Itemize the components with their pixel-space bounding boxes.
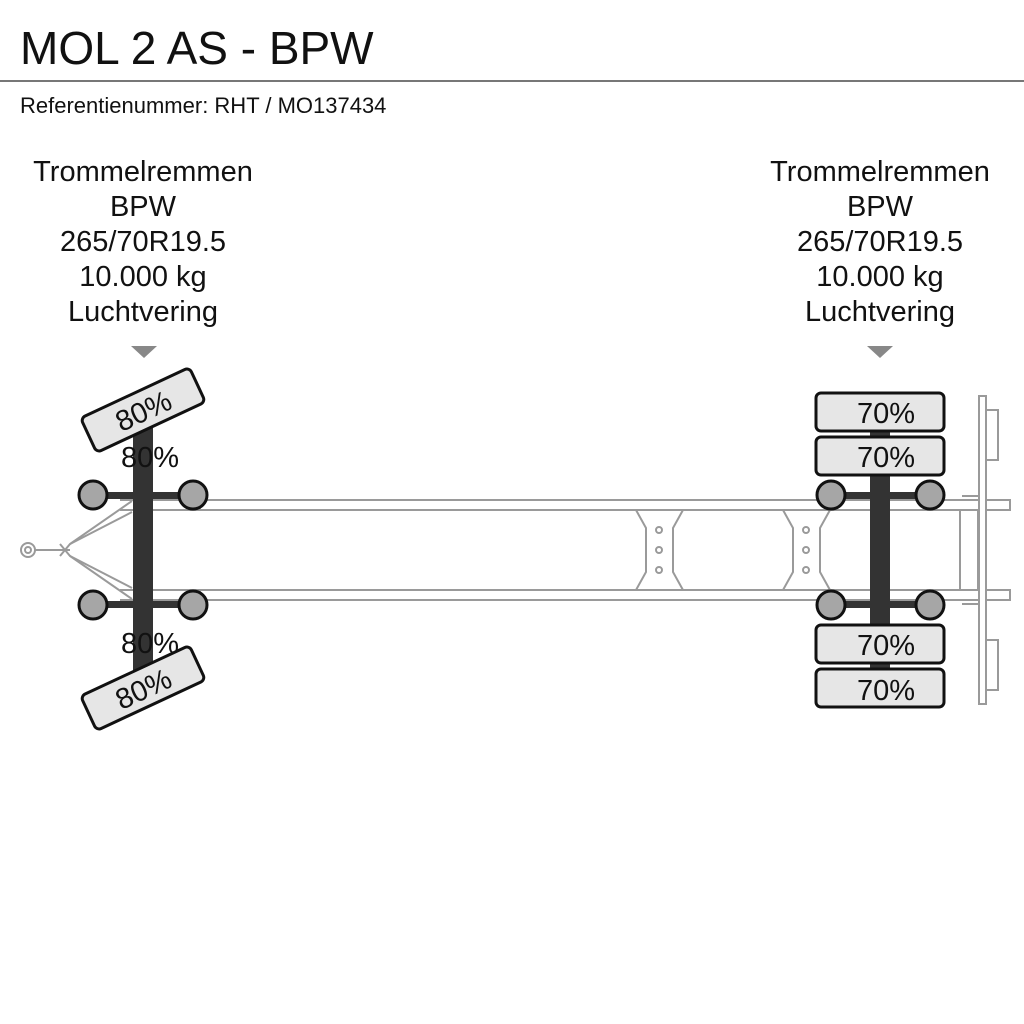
axle-1-marker (131, 346, 157, 358)
axle-2-tyre-top-inner-label: 70% (857, 442, 915, 474)
axle-2-hub-bottom-right (914, 589, 946, 621)
axle-2-hub-bottom-left (815, 589, 847, 621)
axle-2-tyre-top-inner: 70% (814, 435, 946, 477)
axle-1-hub-bar-bottom (92, 601, 193, 608)
axle-2-specs: Trommelremmen BPW 265/70R19.5 10.000 kg … (740, 155, 1020, 330)
axle-1-tyre-size: 265/70R19.5 (59, 226, 227, 258)
axle-1: 80% 80% 80% 80% (77, 367, 209, 731)
axle-2-brakes: Trommelremmen (770, 156, 990, 188)
axle-1-hub-bottom-left (77, 589, 109, 621)
page-title: MOL 2 AS - BPW (20, 22, 374, 74)
axle-2-suspension: Luchtvering (805, 296, 955, 328)
axle-2-capacity: 10.000 kg (816, 261, 944, 293)
axle-2-hub-bar-bottom (830, 601, 931, 608)
axle-2-marker (867, 346, 893, 358)
axle-2-tyre-bottom-inner-label: 70% (857, 630, 915, 662)
axle-2-tyre-size: 265/70R19.5 (796, 226, 964, 258)
axle-1-tyre-top-inner-label: 80% (121, 442, 179, 474)
axle-2-make: BPW (846, 191, 914, 223)
reference-number: Referentienummer: RHT / MO137434 (20, 93, 387, 118)
axle-2-hub-top-right (914, 479, 946, 511)
axle-2-hub-bar-top (830, 492, 931, 499)
axle-1-hub-bottom-right (177, 589, 209, 621)
axle-2-beam (870, 430, 890, 670)
axle-2-tyre-bottom-outer: 70% (814, 667, 946, 709)
axle-1-make: BPW (109, 191, 177, 223)
crossmember-front (634, 509, 685, 591)
axle-1-hub-bar-top (92, 492, 193, 499)
axle-1-brakes: Trommelremmen (33, 156, 253, 188)
axle-2: 70% 70% 70% 70% (814, 391, 946, 709)
axle-1-specs: Trommelremmen BPW 265/70R19.5 10.000 kg … (3, 155, 283, 330)
crossmember-rear (781, 509, 832, 591)
axle-2-tyre-bottom-outer-label: 70% (857, 675, 915, 707)
title-divider (0, 80, 1024, 82)
axle-2-tyre-bottom-inner: 70% (814, 623, 946, 665)
axle-1-hub-top-right (177, 479, 209, 511)
drawbar (20, 500, 133, 600)
axle-2-hub-top-left (815, 479, 847, 511)
axle-1-suspension: Luchtvering (68, 296, 218, 328)
rear-bumper (959, 395, 999, 705)
axle-1-beam (133, 420, 153, 675)
axle-1-capacity: 10.000 kg (79, 261, 207, 293)
axle-2-tyre-top-outer-label: 70% (857, 398, 915, 430)
axle-1-hub-top-left (77, 479, 109, 511)
axle-2-tyre-top-outer: 70% (814, 391, 946, 433)
